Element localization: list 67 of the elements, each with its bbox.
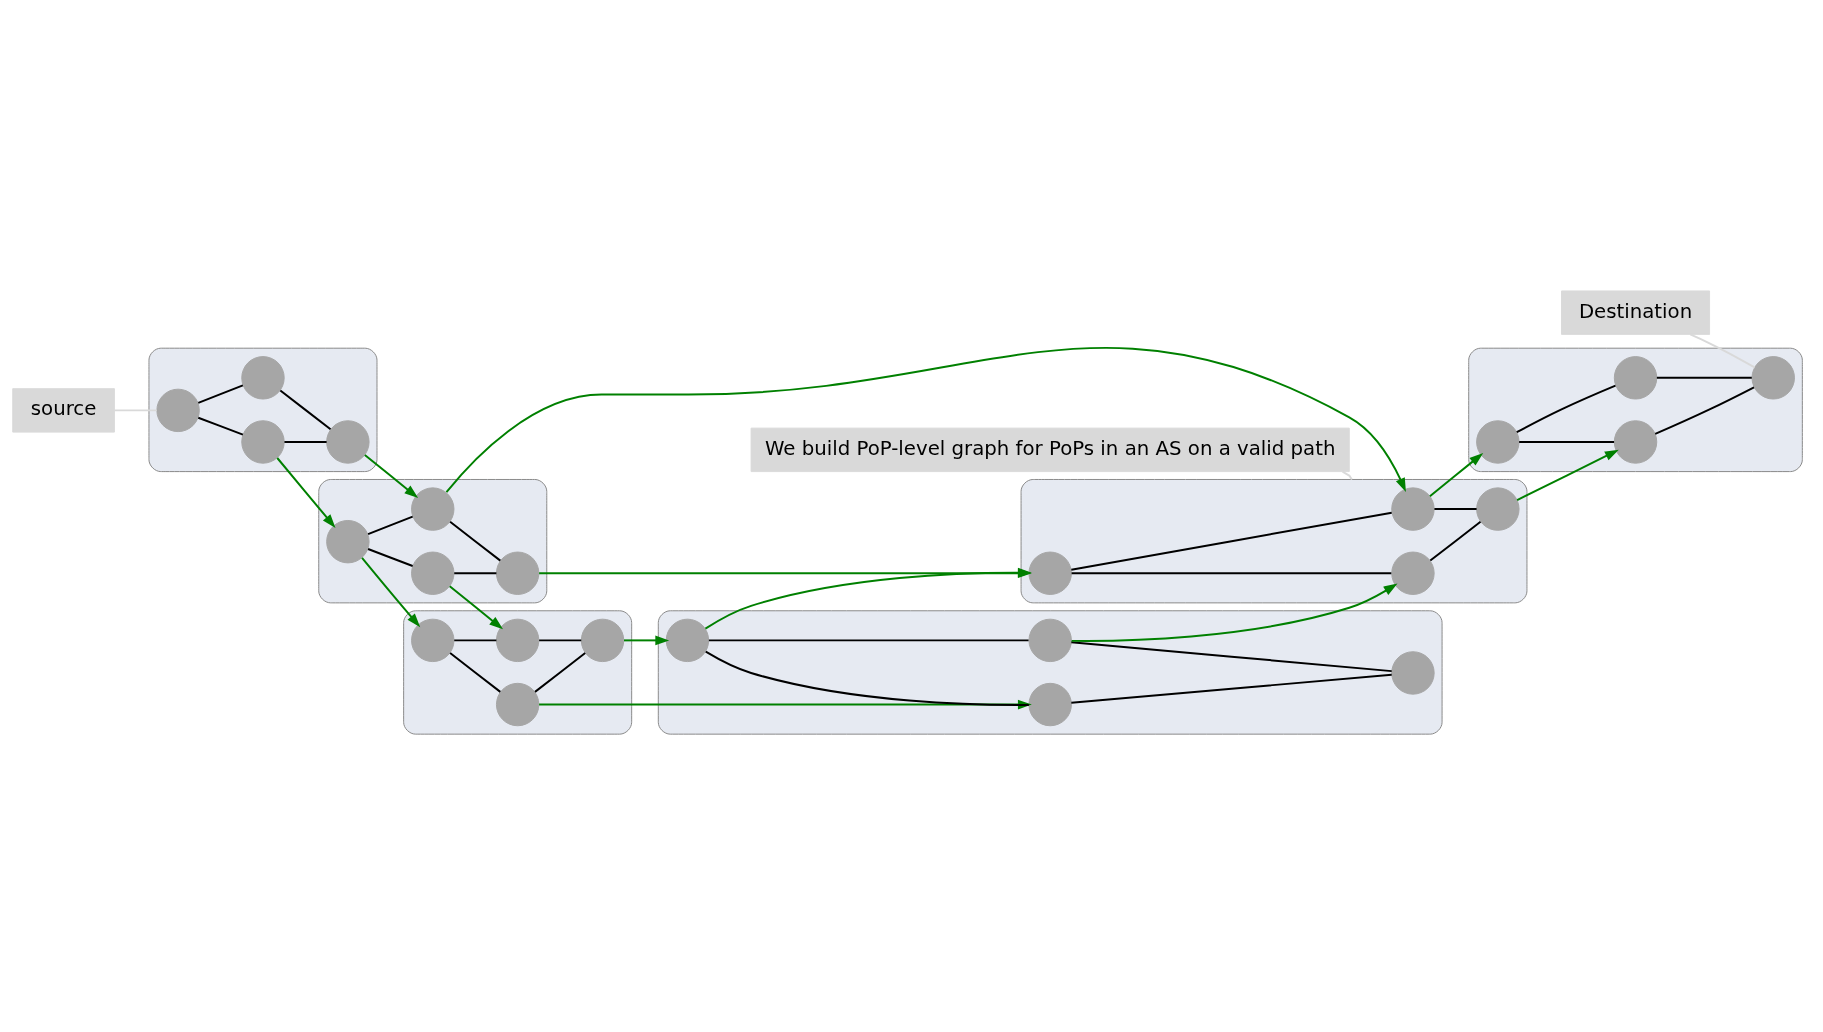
arrow <box>276 456 336 528</box>
connector <box>197 416 244 436</box>
node-box: We build PoP-level graph for PoPs in an AS on a valid path <box>750 427 1350 472</box>
connector <box>1655 376 1753 379</box>
arrow <box>1428 452 1484 497</box>
node-circle <box>1613 355 1658 400</box>
connector <box>453 571 498 574</box>
connector <box>367 515 414 535</box>
node-circle <box>1613 419 1658 464</box>
connector <box>1070 511 1393 571</box>
connector <box>453 638 498 641</box>
node-box: Destination <box>1561 289 1711 335</box>
node-circle <box>495 551 540 595</box>
node-box: source <box>12 387 115 433</box>
node-circle <box>326 519 370 563</box>
connector <box>1433 507 1478 510</box>
connector <box>449 651 502 693</box>
node-circle <box>1028 618 1072 662</box>
connector <box>1515 384 1617 433</box>
node-circle <box>411 618 455 662</box>
node-circle <box>495 618 540 662</box>
arrow <box>361 556 421 627</box>
connector <box>1518 440 1616 443</box>
connector <box>1429 520 1482 562</box>
node-circle <box>326 419 370 464</box>
arrow <box>1070 582 1398 642</box>
cluster <box>148 347 378 472</box>
node-circle <box>1028 682 1072 726</box>
node-circle <box>665 618 710 662</box>
connector <box>279 389 332 430</box>
connector <box>1341 470 1353 480</box>
connector <box>1070 673 1393 704</box>
node-circle <box>241 355 285 400</box>
arrow <box>363 453 419 498</box>
connector <box>1070 640 1393 672</box>
node-circle <box>1751 355 1795 400</box>
connector <box>283 440 328 443</box>
node-circle <box>411 551 455 595</box>
connector <box>113 408 158 411</box>
node-circle <box>580 618 625 662</box>
connector <box>367 547 414 567</box>
node-circle <box>1476 486 1520 531</box>
node-circle <box>1391 650 1435 695</box>
node-circle <box>241 419 285 464</box>
connector <box>449 520 502 562</box>
node-circle <box>1391 551 1435 595</box>
connector <box>704 650 1030 706</box>
arrow <box>538 567 1032 578</box>
connector <box>1689 332 1756 368</box>
arrow <box>623 635 670 645</box>
node-circle <box>1028 551 1072 595</box>
node-circle <box>1476 419 1520 464</box>
node-circle <box>1391 486 1435 531</box>
arrow <box>445 346 1406 493</box>
arrow <box>704 567 1032 630</box>
connector <box>534 651 587 693</box>
connector <box>1654 385 1755 435</box>
connector <box>197 383 244 404</box>
cluster <box>318 478 548 603</box>
connector <box>1070 571 1393 574</box>
node-circle <box>495 682 540 726</box>
connector <box>707 638 1030 641</box>
arrow <box>1516 449 1619 501</box>
connector <box>538 638 583 641</box>
node-circle <box>156 388 200 432</box>
arrow <box>448 584 504 629</box>
node-circle <box>411 486 455 531</box>
